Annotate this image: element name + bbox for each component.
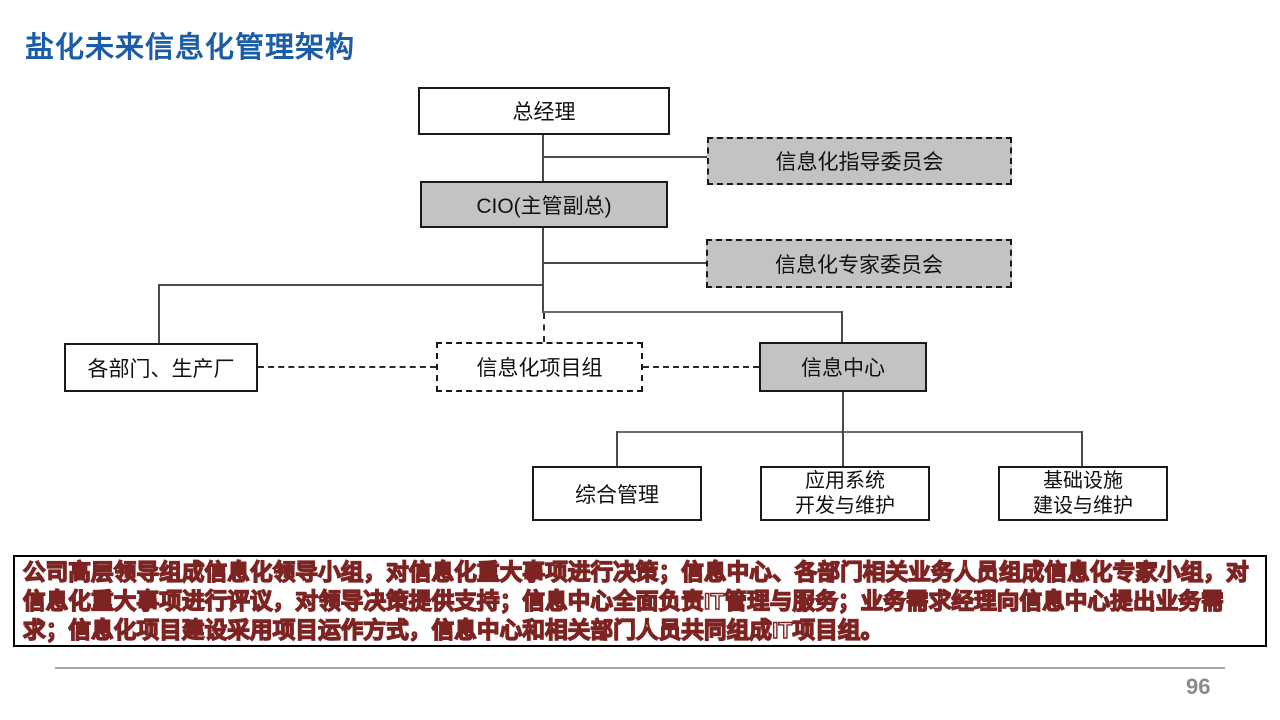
connector-infocenter-drop	[841, 311, 843, 342]
org-node-it-steering-committee: 信息化指导委员会	[707, 137, 1012, 185]
connector-depts-drop	[158, 284, 160, 343]
note-box: 公司高层领导组成信息化领导小组，对信息化重大事项进行决策；信息中心、各部门相关业…	[13, 555, 1267, 647]
org-node-label: 信息中心	[801, 357, 885, 380]
connector-infra-drop	[1081, 431, 1083, 466]
connector-bottom-rail	[616, 431, 1083, 433]
org-node-label: 信息化专家委员会	[775, 253, 943, 277]
connector-project-infocenter-dashed	[643, 366, 759, 368]
connector-expert	[543, 262, 706, 264]
org-node-information-center: 信息中心	[759, 342, 927, 392]
org-node-cio: CIO(主管副总)	[420, 181, 668, 228]
connector-infocenter-branch	[543, 311, 843, 313]
org-node-label-line1: 基础设施	[1043, 469, 1123, 492]
org-node-it-expert-committee: 信息化专家委员会	[706, 239, 1012, 288]
connector-infocenter-down	[842, 392, 844, 432]
org-node-label: 综合管理	[575, 483, 659, 507]
org-node-general-management: 综合管理	[532, 466, 702, 521]
org-node-general-manager: 总经理	[418, 87, 670, 135]
page-title: 盐化未来信息化管理架构	[25, 32, 356, 64]
org-node-departments-plants: 各部门、生产厂	[64, 343, 258, 392]
connector-gm-cio	[542, 135, 544, 182]
org-node-it-project-team: 信息化项目组	[436, 342, 643, 392]
connector-depts-project-dashed	[258, 366, 436, 368]
connector-steering	[543, 156, 707, 158]
org-node-label: 信息化项目组	[476, 357, 603, 380]
org-node-label: 总经理	[512, 101, 576, 124]
org-node-label: 信息化指导委员会	[775, 151, 944, 174]
org-node-label: 各部门、生产厂	[87, 357, 235, 381]
connector-cio-down	[542, 228, 544, 313]
note-text: 公司高层领导组成信息化领导小组，对信息化重大事项进行决策；信息中心、各部门相关业…	[22, 559, 1249, 643]
connector-appsys-drop	[842, 431, 844, 466]
org-node-label: CIO(主管副总)	[476, 194, 612, 218]
footer-divider	[55, 667, 1225, 669]
org-node-label-line2: 开发与维护	[795, 494, 895, 517]
org-node-infrastructure: 基础设施 建设与维护	[998, 466, 1168, 521]
connector-project-dashed-drop	[543, 313, 545, 342]
org-node-label-line1: 应用系统	[805, 469, 885, 492]
connector-depts-branch	[159, 284, 543, 286]
org-node-label-line2: 建设与维护	[1033, 494, 1133, 517]
connector-general-drop	[616, 431, 618, 466]
page-number: 96	[1186, 674, 1211, 699]
org-node-application-systems: 应用系统 开发与维护	[760, 466, 930, 521]
